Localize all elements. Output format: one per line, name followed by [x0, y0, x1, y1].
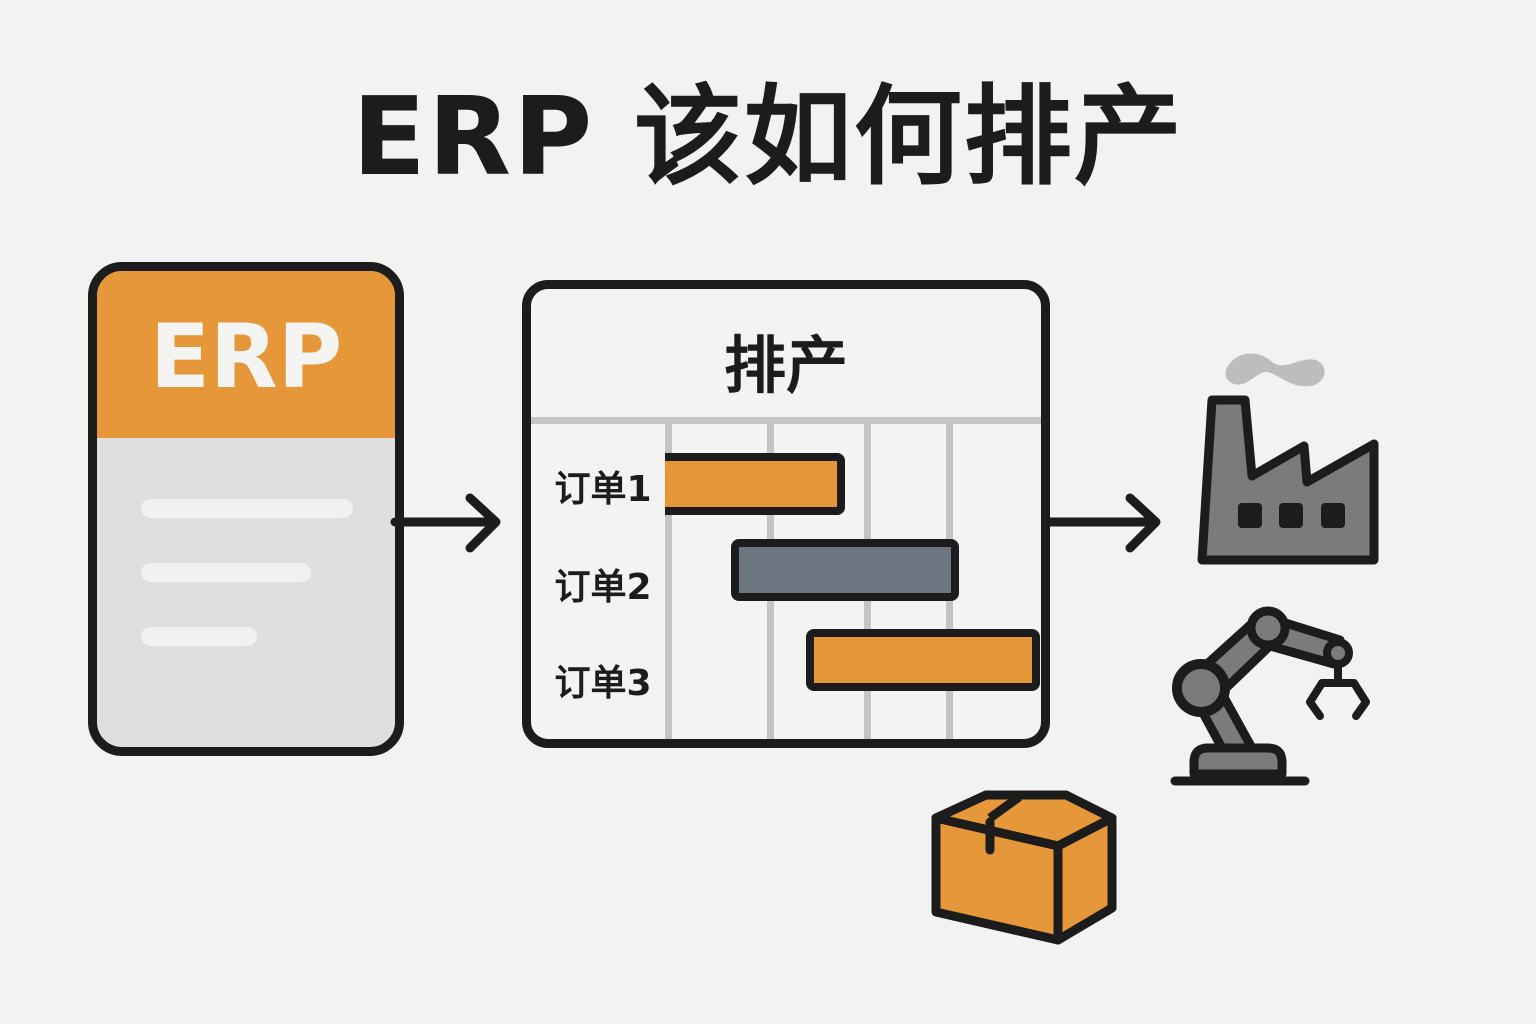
schedule-header-divider	[531, 417, 1041, 424]
row-label: 订单2	[554, 567, 652, 608]
erp-text-line	[141, 563, 311, 582]
arrow-right-icon	[1043, 493, 1161, 553]
gantt-bar	[730, 539, 959, 601]
row-label: 订单1	[554, 469, 652, 510]
box-icon	[931, 790, 1117, 945]
arrow-right-icon	[390, 493, 501, 553]
erp-card-header: ERP	[97, 271, 395, 438]
gantt-bar	[665, 453, 845, 515]
row-label: 订单3	[554, 663, 652, 704]
factory-icon	[1197, 353, 1379, 565]
schedule-title: 排产	[723, 329, 848, 402]
erp-text-line	[141, 627, 257, 646]
schedule-card: 排产 订单1 订单2 订单3	[522, 280, 1050, 748]
erp-text-line	[141, 499, 353, 518]
schedule-column-line	[665, 424, 672, 739]
robot-arm-icon	[1170, 606, 1370, 786]
erp-card-label: ERP	[149, 305, 343, 408]
gantt-bar	[806, 629, 1040, 691]
page-title: ERP 该如何排产	[352, 75, 1184, 200]
erp-card: ERP	[88, 262, 404, 756]
